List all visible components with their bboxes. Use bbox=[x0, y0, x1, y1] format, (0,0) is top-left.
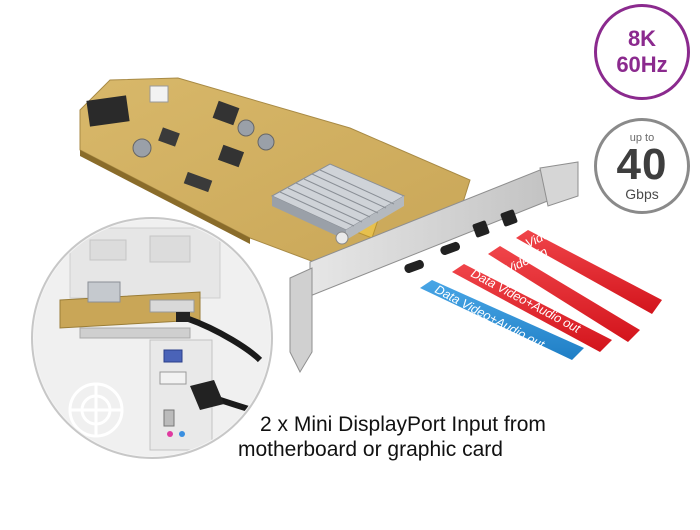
usb-c-port-1 bbox=[440, 241, 460, 255]
cable-video-in-1 bbox=[516, 230, 662, 314]
bandwidth-badge: up to 40 Gbps bbox=[594, 118, 690, 214]
cable-data-out-blue bbox=[420, 280, 584, 360]
cable-data-out-red bbox=[452, 264, 612, 352]
caption-line-2: motherboard or graphic card bbox=[238, 438, 503, 461]
heatsink bbox=[270, 163, 406, 240]
bandwidth-value: 40 bbox=[616, 140, 668, 189]
pcb-card bbox=[79, 77, 471, 269]
resolution-badge: 8K 60Hz bbox=[594, 4, 690, 100]
mini-displayport-2 bbox=[472, 220, 490, 238]
caption-line-1: 2 x Mini DisplayPort Input from bbox=[260, 413, 546, 436]
pc-inset bbox=[31, 217, 273, 459]
cable-label-4: Data Video+Audio out bbox=[433, 282, 548, 352]
bandwidth-prefix: up to bbox=[629, 132, 655, 144]
pci-bracket bbox=[289, 161, 579, 374]
bandwidth-unit: Gbps bbox=[625, 186, 659, 202]
resolution-value: 8K bbox=[627, 26, 657, 51]
cable-bundle: Video in Video in Data Video+Audio out D… bbox=[420, 218, 662, 360]
refresh-rate-value: 60Hz bbox=[616, 52, 668, 77]
cable-video-in-2 bbox=[488, 246, 640, 342]
usb-c-port-2 bbox=[404, 259, 424, 273]
mini-displayport-1 bbox=[500, 209, 518, 227]
product-caption: 2 x Mini DisplayPort Input from motherbo… bbox=[238, 412, 678, 462]
